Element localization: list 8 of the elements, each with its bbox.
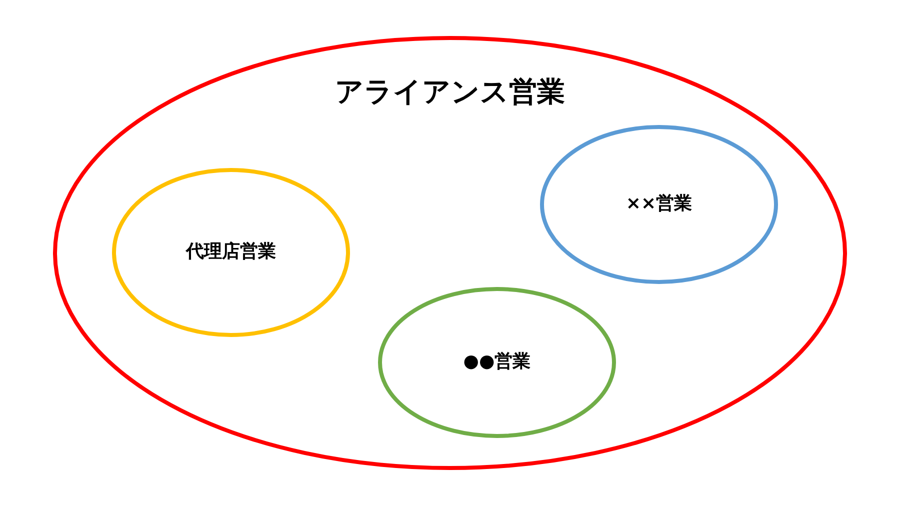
region-label: アライアンス営業 <box>335 74 565 109</box>
oval-region <box>112 168 350 337</box>
region-label: ●●営業 <box>463 351 531 374</box>
region-label: 代理店営業 <box>186 241 276 264</box>
oval-region <box>540 125 778 284</box>
oval-region <box>378 287 616 438</box>
region-label: ××営業 <box>626 193 692 216</box>
oval-region <box>53 36 847 470</box>
